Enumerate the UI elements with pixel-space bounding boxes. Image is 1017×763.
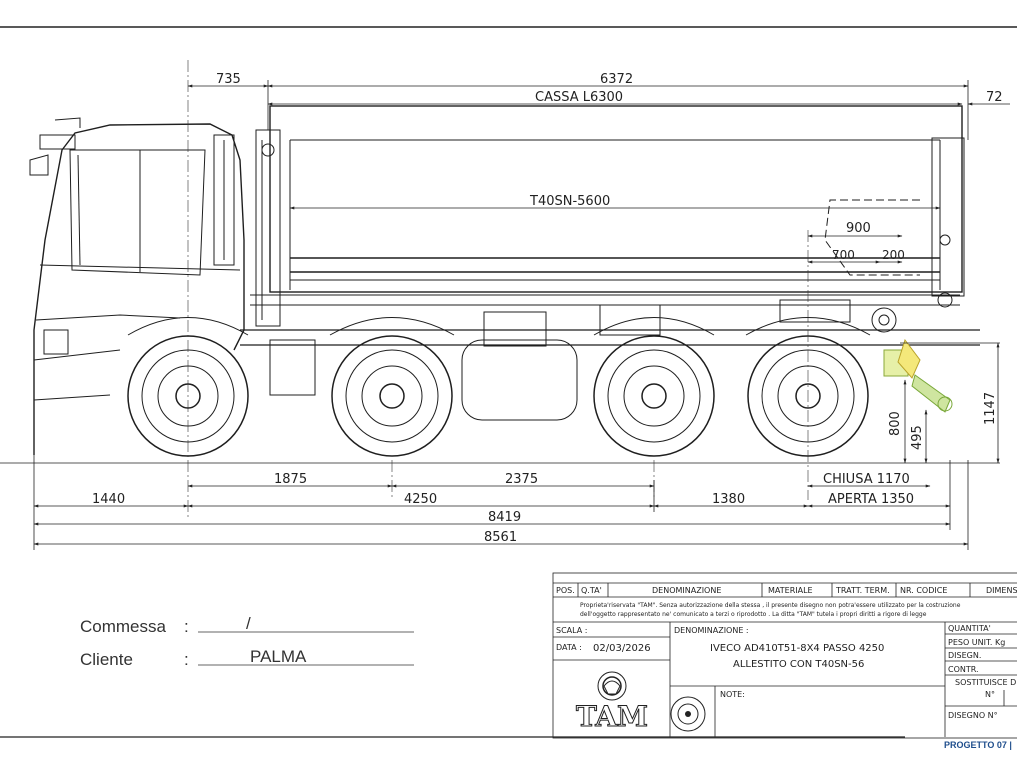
- notice-line-1: Proprieta'riservata "TAM". Senza autoriz…: [580, 602, 961, 609]
- nr-label: N°: [985, 690, 995, 699]
- dim-2375: 2375: [505, 472, 538, 487]
- dim-1380: 1380: [712, 492, 745, 507]
- peso-label: PESO UNIT. Kg: [948, 638, 1005, 647]
- truck-drawing: [0, 105, 1000, 464]
- dim-8561: 8561: [484, 530, 517, 545]
- denominazione-label: DENOMINAZIONE :: [674, 626, 749, 635]
- disegn-label: DISEGN.: [948, 651, 981, 660]
- sostituisce-label: SOSTITUISCE DIS: [955, 678, 1017, 687]
- header-materiale: MATERIALE: [768, 586, 813, 595]
- dim-495: 495: [910, 425, 925, 450]
- commessa-label: Commessa: [80, 617, 167, 636]
- wheels: [127, 335, 869, 457]
- dim-aperta: APERTA 1350: [828, 492, 914, 507]
- rear-underrun-bar: [883, 338, 953, 413]
- dim-1147: 1147: [983, 392, 998, 425]
- title-block-text: POS. Q.TA' DENOMINAZIONE MATERIALE TRATT…: [556, 586, 1017, 720]
- disegno-nr-label: DISEGNO N°: [948, 711, 998, 720]
- scala-label: SCALA :: [556, 626, 588, 635]
- contr-label: CONTR.: [948, 665, 979, 674]
- dim-4250: 4250: [404, 492, 437, 507]
- header-codice: NR. CODICE: [900, 586, 947, 595]
- dim-72: 72: [986, 90, 1003, 105]
- quantita-label: QUANTITA': [948, 624, 991, 633]
- dim-800: 800: [888, 411, 903, 436]
- header-tratt: TRATT. TERM.: [835, 586, 890, 595]
- data-label: DATA :: [556, 643, 582, 652]
- project-footer: PROGETTO 07 |: [944, 740, 1012, 750]
- commessa-colon: :: [184, 617, 189, 636]
- dim-1875: 1875: [274, 472, 307, 487]
- dim-1440: 1440: [92, 492, 125, 507]
- dim-900: 900: [846, 221, 871, 236]
- data-value: 02/03/2026: [593, 643, 651, 654]
- title-block: [552, 572, 1017, 739]
- dim-735: 735: [216, 72, 241, 87]
- header-denominazione: DENOMINAZIONE: [652, 586, 721, 595]
- dim-cassa: CASSA L6300: [535, 90, 623, 105]
- axle-centerlines: [187, 60, 809, 520]
- dimension-lines: [33, 80, 1010, 550]
- header-pos: POS.: [556, 586, 575, 595]
- header-qta: Q.TA': [581, 586, 602, 595]
- dim-700: 700: [832, 248, 855, 262]
- job-info: Commessa : / Cliente : PALMA: [80, 614, 414, 669]
- notice-line-2: dell'oggetto rappresentato ne' comunicat…: [580, 611, 927, 618]
- cliente-value: PALMA: [250, 647, 307, 666]
- dim-6372: 6372: [600, 72, 633, 87]
- note-label: NOTE:: [720, 690, 745, 699]
- description-line-2: ALLESTITO CON T40SN-56: [733, 659, 864, 670]
- dim-chiusa: CHIUSA 1170: [823, 472, 910, 487]
- wheel-3: [593, 335, 715, 457]
- tam-logo: TAM: [575, 671, 649, 734]
- header-dimens: DIMENS: [986, 586, 1017, 595]
- commessa-value: /: [246, 614, 251, 633]
- dim-tipper-model: T40SN-5600: [529, 194, 610, 209]
- cliente-colon: :: [184, 650, 189, 669]
- dim-8419: 8419: [488, 510, 521, 525]
- dimension-labels: 735 6372 CASSA L6300 72 T40SN-5600 900 7…: [92, 72, 1003, 545]
- cliente-label: Cliente: [80, 650, 133, 669]
- tam-logo-text: TAM: [576, 700, 648, 733]
- dim-200: 200: [882, 248, 905, 262]
- certification-seal-icon: [670, 696, 706, 732]
- description-line-1: IVECO AD410T51-8X4 PASSO 4250: [710, 643, 884, 654]
- wheel-2: [331, 335, 453, 457]
